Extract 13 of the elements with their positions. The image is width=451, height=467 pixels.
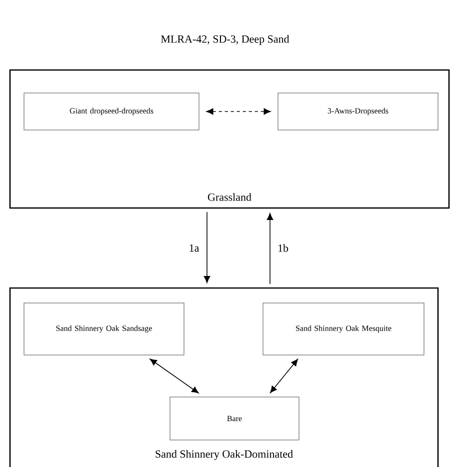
community-box: Sand Shinnery Oak Sandsage	[24, 302, 184, 356]
community-box: 3-Awns-Dropseeds	[278, 92, 438, 130]
edge-label: 1b	[278, 244, 288, 252]
arrow	[206, 108, 271, 115]
title: MLRA-42, SD-3, Deep Sand	[161, 35, 290, 45]
arrow	[204, 212, 210, 283]
arrow	[266, 213, 274, 284]
community-box: Sand Shinnery Oak Mesquite	[262, 302, 424, 356]
arrow	[270, 358, 298, 394]
community-box: Giant dropseed-dropseeds	[24, 92, 200, 130]
community-box: Bare	[170, 396, 300, 440]
edge-label: 1a	[190, 244, 200, 252]
arrow	[150, 358, 199, 394]
